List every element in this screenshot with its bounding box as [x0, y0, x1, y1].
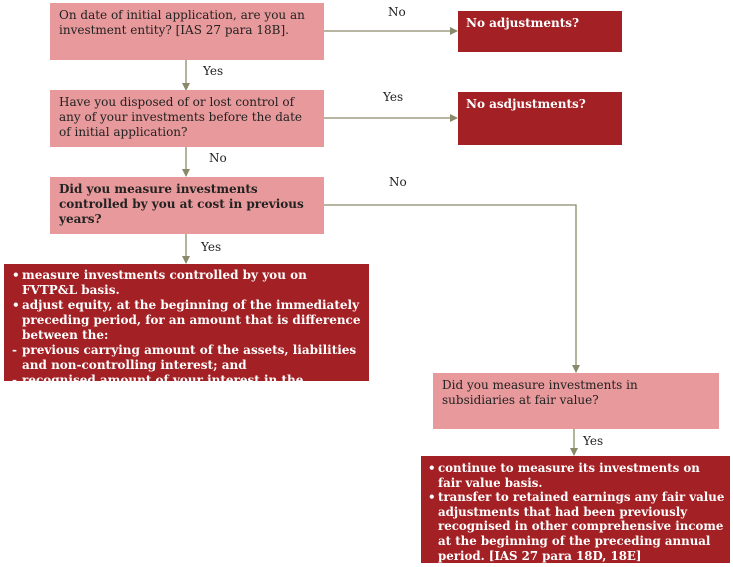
outcome-fair-value-item: •continue to measure its investments on … [428, 461, 726, 490]
outcome-fvtpl-item-text: recognised amount of your interest in th… [22, 373, 304, 402]
question-investment-entity-text: On date of initial application, are you … [59, 8, 305, 37]
label-q4-yes: Yes [583, 434, 604, 448]
outcome-fvtpl-measurement: •measure investments controlled by you o… [4, 264, 369, 417]
question-investment-entity: On date of initial application, are you … [50, 3, 324, 60]
outcome-fair-value-item-text: transfer to retained earnings any fair v… [438, 490, 725, 563]
question-disposed-lost-control: Have you disposed of or lost control of … [50, 90, 324, 147]
label-q3-yes: Yes [201, 240, 222, 254]
dash-marker: - [12, 373, 17, 387]
outcome-fair-value-item-text: continue to measure its investments on f… [438, 461, 700, 490]
outcome-fvtpl-item-text: measure investments controlled by you on… [22, 268, 307, 297]
dash-marker: - [12, 343, 17, 357]
arrow-q3-no [323, 204, 580, 373]
question-measured-at-cost: Did you measure investments controlled b… [50, 177, 324, 234]
outcome-fvtpl-item-text: adjust equity, at the beginning of the i… [22, 298, 361, 342]
outcome-fvtpl-item: •adjust equity, at the beginning of the … [12, 298, 361, 343]
result-no-asdjustments-text: No asdjustments? [466, 97, 586, 111]
bullet-marker: • [12, 298, 20, 312]
result-no-adjustments-text: No adjustments? [466, 16, 580, 30]
outcome-fvtpl-item: -recognised amount of your interest in t… [12, 373, 361, 403]
result-no-asdjustments: No asdjustments? [458, 92, 622, 145]
bullet-marker: • [428, 461, 436, 475]
question-subsidiaries-fair-value-text: Did you measure investments in subsidiar… [442, 378, 638, 407]
bullet-marker: • [12, 268, 20, 282]
outcome-fvtpl-item: •measure investments controlled by you o… [12, 268, 361, 298]
label-q1-yes: Yes [203, 64, 224, 78]
question-disposed-lost-control-text: Have you disposed of or lost control of … [59, 95, 302, 139]
bullet-marker: • [428, 490, 436, 505]
question-measured-at-cost-text: Did you measure investments controlled b… [59, 182, 304, 226]
outcome-fvtpl-item: -previous carrying amount of the assets,… [12, 343, 361, 373]
outcome-fair-value-basis: •continue to measure its investments on … [421, 456, 730, 563]
outcome-fair-value-item: •transfer to retained earnings any fair … [428, 490, 726, 563]
question-subsidiaries-fair-value: Did you measure investments in subsidiar… [433, 373, 719, 429]
outcome-fvtpl-item-text: previous carrying amount of the assets, … [22, 343, 357, 372]
label-q2-no: No [209, 151, 227, 165]
label-q2-yes: Yes [383, 90, 404, 104]
label-q3-no: No [389, 175, 407, 189]
outcome-fvtpl-list: •measure investments controlled by you o… [12, 268, 361, 403]
result-no-adjustments: No adjustments? [458, 11, 622, 52]
label-q1-no: No [388, 5, 406, 19]
outcome-fvtpl-reference: [IAS 27 para 18C]. [12, 403, 137, 417]
outcome-fair-value-list: •continue to measure its investments on … [428, 461, 726, 563]
